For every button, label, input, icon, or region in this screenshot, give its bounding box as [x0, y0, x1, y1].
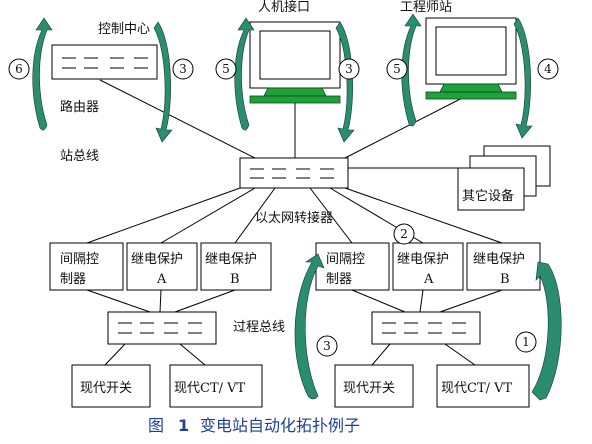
marker-3-control: 3: [172, 58, 194, 80]
relay-a-right-line1: 继电保护: [397, 252, 449, 267]
modern-ctvt-left: [169, 364, 263, 408]
curved-arrow-icon: [32, 17, 53, 131]
process-bus-switch-right: [371, 311, 481, 345]
modern-ctvt-left-label: 现代CT/ VT: [174, 381, 246, 396]
router-device: [51, 44, 158, 80]
marker-4-engineer: 4: [537, 58, 559, 80]
svg-text:2: 2: [400, 227, 408, 241]
modern-switch-right-label: 现代开关: [343, 381, 395, 396]
control-center-label: 控制中心: [98, 22, 150, 37]
marker-6: 6: [8, 58, 30, 80]
modern-ctvt-right: [436, 364, 530, 408]
relay-protection-a-left: [126, 242, 198, 291]
relay-a-right-line2: A: [423, 272, 434, 287]
bay-controller-right-line1: 间隔控: [326, 252, 365, 267]
svg-text:5: 5: [222, 62, 230, 76]
marker-5-hmi: 5: [215, 58, 237, 80]
engineer-station-label: 工程师站: [400, 0, 452, 15]
svg-text:3: 3: [179, 62, 187, 76]
svg-text:6: 6: [15, 62, 23, 76]
relay-b-left-line1: 继电保护: [205, 252, 257, 267]
svg-text:3: 3: [345, 62, 353, 76]
marker-5-engineer: 5: [386, 58, 408, 80]
bay-controller-right: [315, 242, 390, 291]
relay-b-left-line2: B: [230, 272, 240, 287]
caption-text: 变电站自动化拓扑例子: [200, 416, 360, 435]
curved-arrow-icon: [401, 13, 422, 127]
router-label: 路由器: [60, 99, 99, 115]
relay-protection-b-left: [200, 242, 272, 291]
modern-switch-right: [334, 364, 414, 408]
monitor-icon: [249, 21, 341, 104]
connection-lines: [86, 79, 503, 366]
bay-controller-left-line1: 间隔控: [60, 252, 99, 267]
relay-a-left-line2: A: [156, 272, 167, 287]
curved-arrow-icon: [335, 21, 355, 143]
svg-text:1: 1: [522, 335, 530, 349]
curved-arrow-icon: [513, 17, 533, 139]
relay-b-right-line2: B: [500, 272, 510, 287]
modern-ctvt-right-label: 现代CT/ VT: [441, 381, 513, 396]
caption-prefix: 图: [148, 416, 164, 435]
device-stack-icon: [457, 145, 551, 211]
monitor-icon: [425, 17, 517, 100]
bay-controller-left-line2: 制器: [60, 272, 86, 287]
hmi-label: 人机接口: [258, 0, 310, 15]
relay-protection-b-right: [466, 242, 541, 291]
marker-3-process: 3: [316, 335, 338, 357]
curved-arrow-icon: [234, 17, 255, 131]
marker-2: 2: [393, 223, 415, 245]
ethernet-switch: [239, 157, 349, 189]
curved-arrow-icon: [531, 261, 562, 401]
modern-switch-left: [71, 364, 151, 408]
station-bus-label: 站总线: [60, 149, 99, 164]
svg-text:5: 5: [393, 62, 401, 76]
bay-controller-left: [49, 242, 124, 291]
caption-number: 1: [178, 416, 189, 435]
svg-text:4: 4: [544, 62, 552, 76]
bay-controller-right-line2: 制器: [326, 272, 352, 287]
marker-3-hmi: 3: [338, 58, 360, 80]
other-devices-label: 其它设备: [462, 188, 514, 204]
modern-switch-left-label: 现代开关: [80, 381, 132, 396]
process-bus-switch-left: [107, 311, 217, 345]
relay-b-right-line1: 继电保护: [473, 252, 525, 267]
ethernet-switch-label: 以太网转接器: [255, 210, 333, 226]
marker-1: 1: [515, 331, 537, 353]
curved-arrow-icon: [153, 21, 173, 143]
curved-arrow-icon: [294, 253, 325, 400]
relay-a-left-line1: 继电保护: [131, 252, 183, 267]
process-bus-label: 过程总线: [233, 320, 285, 335]
svg-text:3: 3: [323, 339, 331, 353]
relay-protection-a-right: [392, 242, 464, 291]
figure-caption: 图 1 变电站自动化拓扑例子: [148, 416, 360, 435]
